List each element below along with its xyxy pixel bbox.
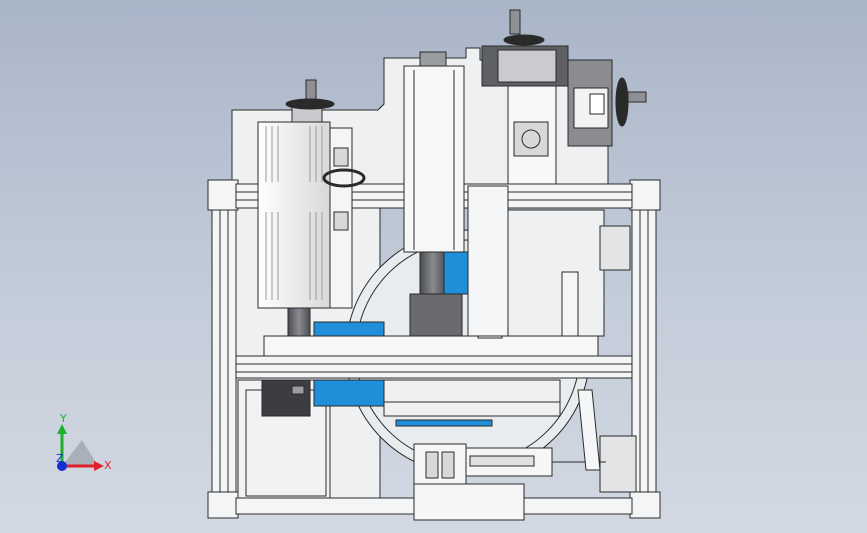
center-motor-gearbox bbox=[409, 293, 463, 343]
center-motor-cap bbox=[419, 51, 447, 67]
left-motor-shaft bbox=[287, 307, 311, 339]
right-carriage bbox=[507, 209, 605, 337]
frame-corner-tl bbox=[207, 179, 239, 211]
blue-strip-bottom bbox=[395, 419, 493, 427]
blue-block-mid-left bbox=[313, 321, 385, 337]
lower-clamp-frame bbox=[413, 443, 467, 485]
blue-block-upper-right bbox=[443, 251, 469, 295]
lower-foot bbox=[413, 483, 525, 521]
center-motor-shaft bbox=[419, 251, 447, 295]
z-axis-label: Z bbox=[56, 452, 64, 465]
rotary-stage bbox=[383, 379, 561, 417]
left-motor-body bbox=[257, 121, 331, 309]
middle-cross-beam bbox=[235, 355, 633, 379]
right-sensor-block bbox=[599, 225, 631, 271]
side-handwheel bbox=[615, 77, 629, 127]
top-handwheel bbox=[503, 34, 545, 46]
left-rail-handwheel bbox=[322, 168, 366, 188]
gripper-block bbox=[261, 379, 311, 417]
blue-block-lower-left bbox=[313, 379, 385, 407]
stepper-plate bbox=[513, 121, 549, 157]
x-axis-label: X bbox=[104, 459, 112, 472]
center-motor-body bbox=[403, 65, 465, 253]
right-column bbox=[467, 185, 509, 337]
work-plate bbox=[263, 335, 599, 357]
frame-corner-tr bbox=[629, 179, 661, 211]
frame-post-left bbox=[211, 195, 237, 503]
frame-corner-br bbox=[629, 491, 661, 519]
frame-corner-bl bbox=[207, 491, 239, 519]
right-strut bbox=[577, 389, 601, 471]
y-axis-label: Y bbox=[59, 412, 67, 425]
coordinate-triad-icon: Y X Z bbox=[56, 412, 112, 472]
left-handwheel bbox=[285, 98, 335, 110]
